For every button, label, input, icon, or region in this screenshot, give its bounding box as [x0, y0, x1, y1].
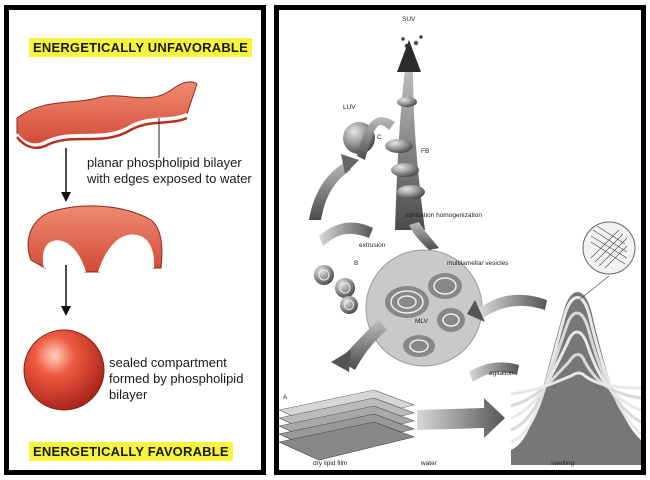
suv-dots: [401, 35, 423, 48]
extruded-vesicles: [314, 265, 358, 314]
bilayer-caption-line-1: planar phospholipid bilayer: [87, 155, 252, 171]
bilayer-caption: planar phospholipid bilayer with edges e…: [87, 155, 252, 187]
sealed-caption: sealed compartment formed by phospholipi…: [109, 355, 243, 403]
liposome-prep-canvas: SUV LUV C FB sonication homogenization e…: [279, 10, 641, 470]
down-arrow-1: [61, 148, 71, 202]
sealed-caption-line-1: sealed compartment: [109, 355, 243, 371]
mlv-cluster: [366, 250, 482, 366]
sealed-caption-line-3: bilayer: [109, 387, 243, 403]
label-dry-lipid-film: dry lipid film: [313, 460, 347, 467]
down-arrow-2: [61, 265, 71, 316]
label-c: C: [377, 134, 382, 141]
label-sonication: sonication homogenization: [405, 212, 482, 219]
label-mlv: MLV: [415, 318, 428, 325]
sealed-vesicle-sphere: [24, 330, 104, 410]
curved-bilayer-sheet: [28, 206, 162, 272]
label-extrusion: extrusion: [359, 242, 385, 249]
label-luv: LUV: [343, 104, 356, 111]
label-suv: SUV: [402, 16, 415, 23]
membrane-figure-panel: ENERGETICALLY UNFAVORABLE planar phospho…: [4, 5, 266, 475]
bilayer-caption-line-2: with edges exposed to water: [87, 171, 252, 187]
label-multilamellar: multilamellar vesicles: [447, 260, 508, 267]
liposome-prep-panel: SUV LUV C FB sonication homogenization e…: [274, 5, 646, 475]
favorable-banner: ENERGETICALLY FAVORABLE: [29, 442, 233, 461]
label-b: B: [354, 260, 358, 267]
unfavorable-banner: ENERGETICALLY UNFAVORABLE: [29, 38, 252, 57]
label-fb: FB: [421, 148, 429, 155]
dry-lipid-film-stack: [279, 390, 414, 460]
bilayer-zoom-inset: [579, 222, 635, 300]
planar-bilayer-sheet: [17, 82, 197, 148]
label-swelling: swelling: [551, 460, 574, 467]
liposome-prep-diagram: [279, 10, 641, 470]
water-arrow: [417, 398, 505, 438]
sonication-arrow: [395, 40, 425, 230]
membrane-figure-canvas: ENERGETICALLY UNFAVORABLE planar phospho…: [9, 10, 261, 470]
label-a: A: [283, 394, 287, 401]
label-water: water: [421, 460, 437, 467]
mlv-left-arrowhead: [331, 350, 351, 372]
sealed-caption-line-2: formed by phospholipid: [109, 371, 243, 387]
swelling-to-mlv-arrow: [479, 295, 547, 318]
swelling-layers: [511, 292, 641, 465]
label-agitation: agitation: [489, 370, 514, 377]
